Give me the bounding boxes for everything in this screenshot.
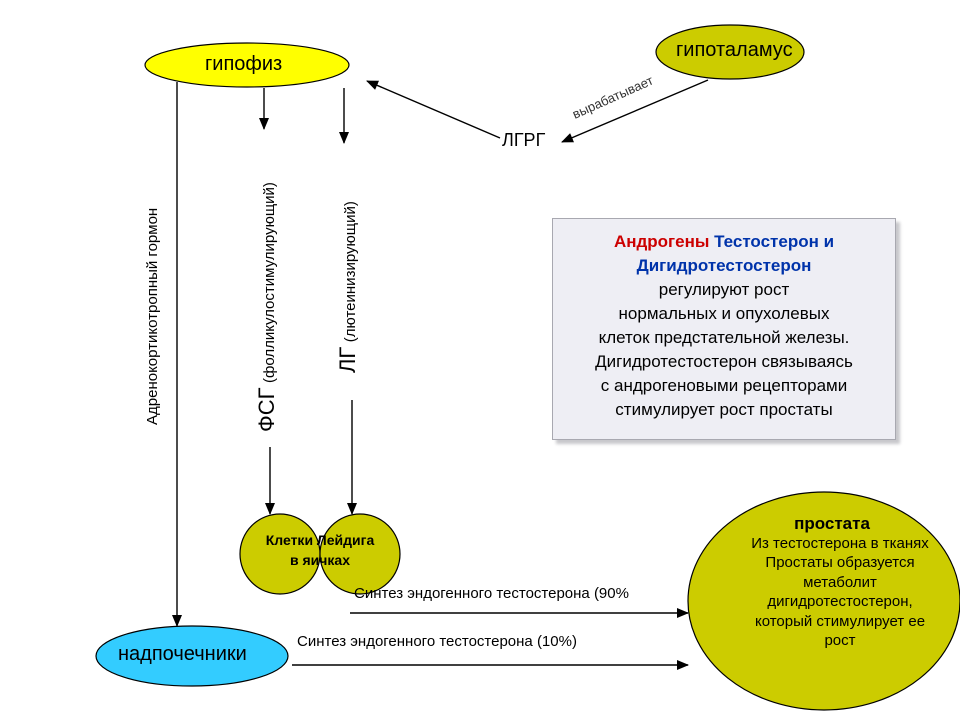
prostate-line-3: метаболит <box>803 573 877 591</box>
prostate-node <box>687 491 960 711</box>
leydig-label-line-2: в яичках <box>290 552 350 568</box>
adrenals-label: надпочечники <box>118 643 247 665</box>
infobox-heading: Андрогены Тестостерон и Дигидротестостер… <box>553 230 895 278</box>
acth-label: Адренокортикотропный гормон <box>144 207 161 425</box>
hypothalamus-to-lhrh-arrow <box>561 79 709 143</box>
prostate-title: простата <box>794 514 870 533</box>
lhrh-to-pituitary-arrow <box>366 80 501 139</box>
fsh-full: (фолликулостимулирующий) <box>261 182 278 384</box>
androgens-term: Андрогены <box>613 232 710 251</box>
leydig-label: Клетки Лейдига в яичках <box>240 530 440 570</box>
prostate-line-4: дигидротестостерон, <box>767 593 913 610</box>
lh-label: ЛГ (лютеинизирующий) <box>335 201 361 373</box>
synthesis-90-label: Синтез эндогенного тестостерона (90% <box>354 585 629 602</box>
fsh-abbr: ФСГ <box>254 387 279 432</box>
leydig-label-line-1: Клетки Лейдига <box>265 532 375 548</box>
synthesis-10-label: Синтез эндогенного тестостерона (10%) <box>297 633 577 650</box>
lh-full: (лютеинизирующий) <box>342 201 359 343</box>
leydig-right-ellipse <box>319 513 401 595</box>
infobox-line-3: клеток предстательной железы. <box>598 328 850 347</box>
lh-abbr: ЛГ <box>335 346 360 373</box>
prostate-line-6: рост <box>824 632 856 649</box>
infobox-line-2: нормальных и опухолевых <box>618 304 830 323</box>
prostate-label: простата Из тестостерона в тканях Проста… <box>700 514 960 651</box>
hypothalamus-node <box>655 24 805 80</box>
hypothalamus-label: гипоталамус <box>676 39 793 61</box>
infobox-line-4: Дигидротестостерон связываясь <box>595 352 853 371</box>
fsh-label: ФСГ (фолликулостимулирующий) <box>254 182 280 432</box>
infobox-line-1: регулируют рост <box>658 280 790 299</box>
pituitary-label: гипофиз <box>205 53 283 75</box>
prostate-line-2: Простаты образуется <box>765 554 915 571</box>
prostate-line-1: Из тестостерона в тканях <box>751 534 929 552</box>
infobox-line-5: с андрогеновыми рецепторами <box>600 376 848 395</box>
prostate-line-5: который стимулирует ее <box>754 612 926 630</box>
androgens-info-box: Андрогены Тестостерон и Дигидротестостер… <box>552 218 896 440</box>
infobox-line-6: стимулирует рост простаты <box>615 400 833 419</box>
hormones-term: Тестостерон и Дигидротестостерон <box>636 232 835 275</box>
adrenals-node <box>95 625 289 687</box>
pituitary-node <box>144 42 350 88</box>
lhrh-label: ЛГРГ <box>502 130 546 150</box>
